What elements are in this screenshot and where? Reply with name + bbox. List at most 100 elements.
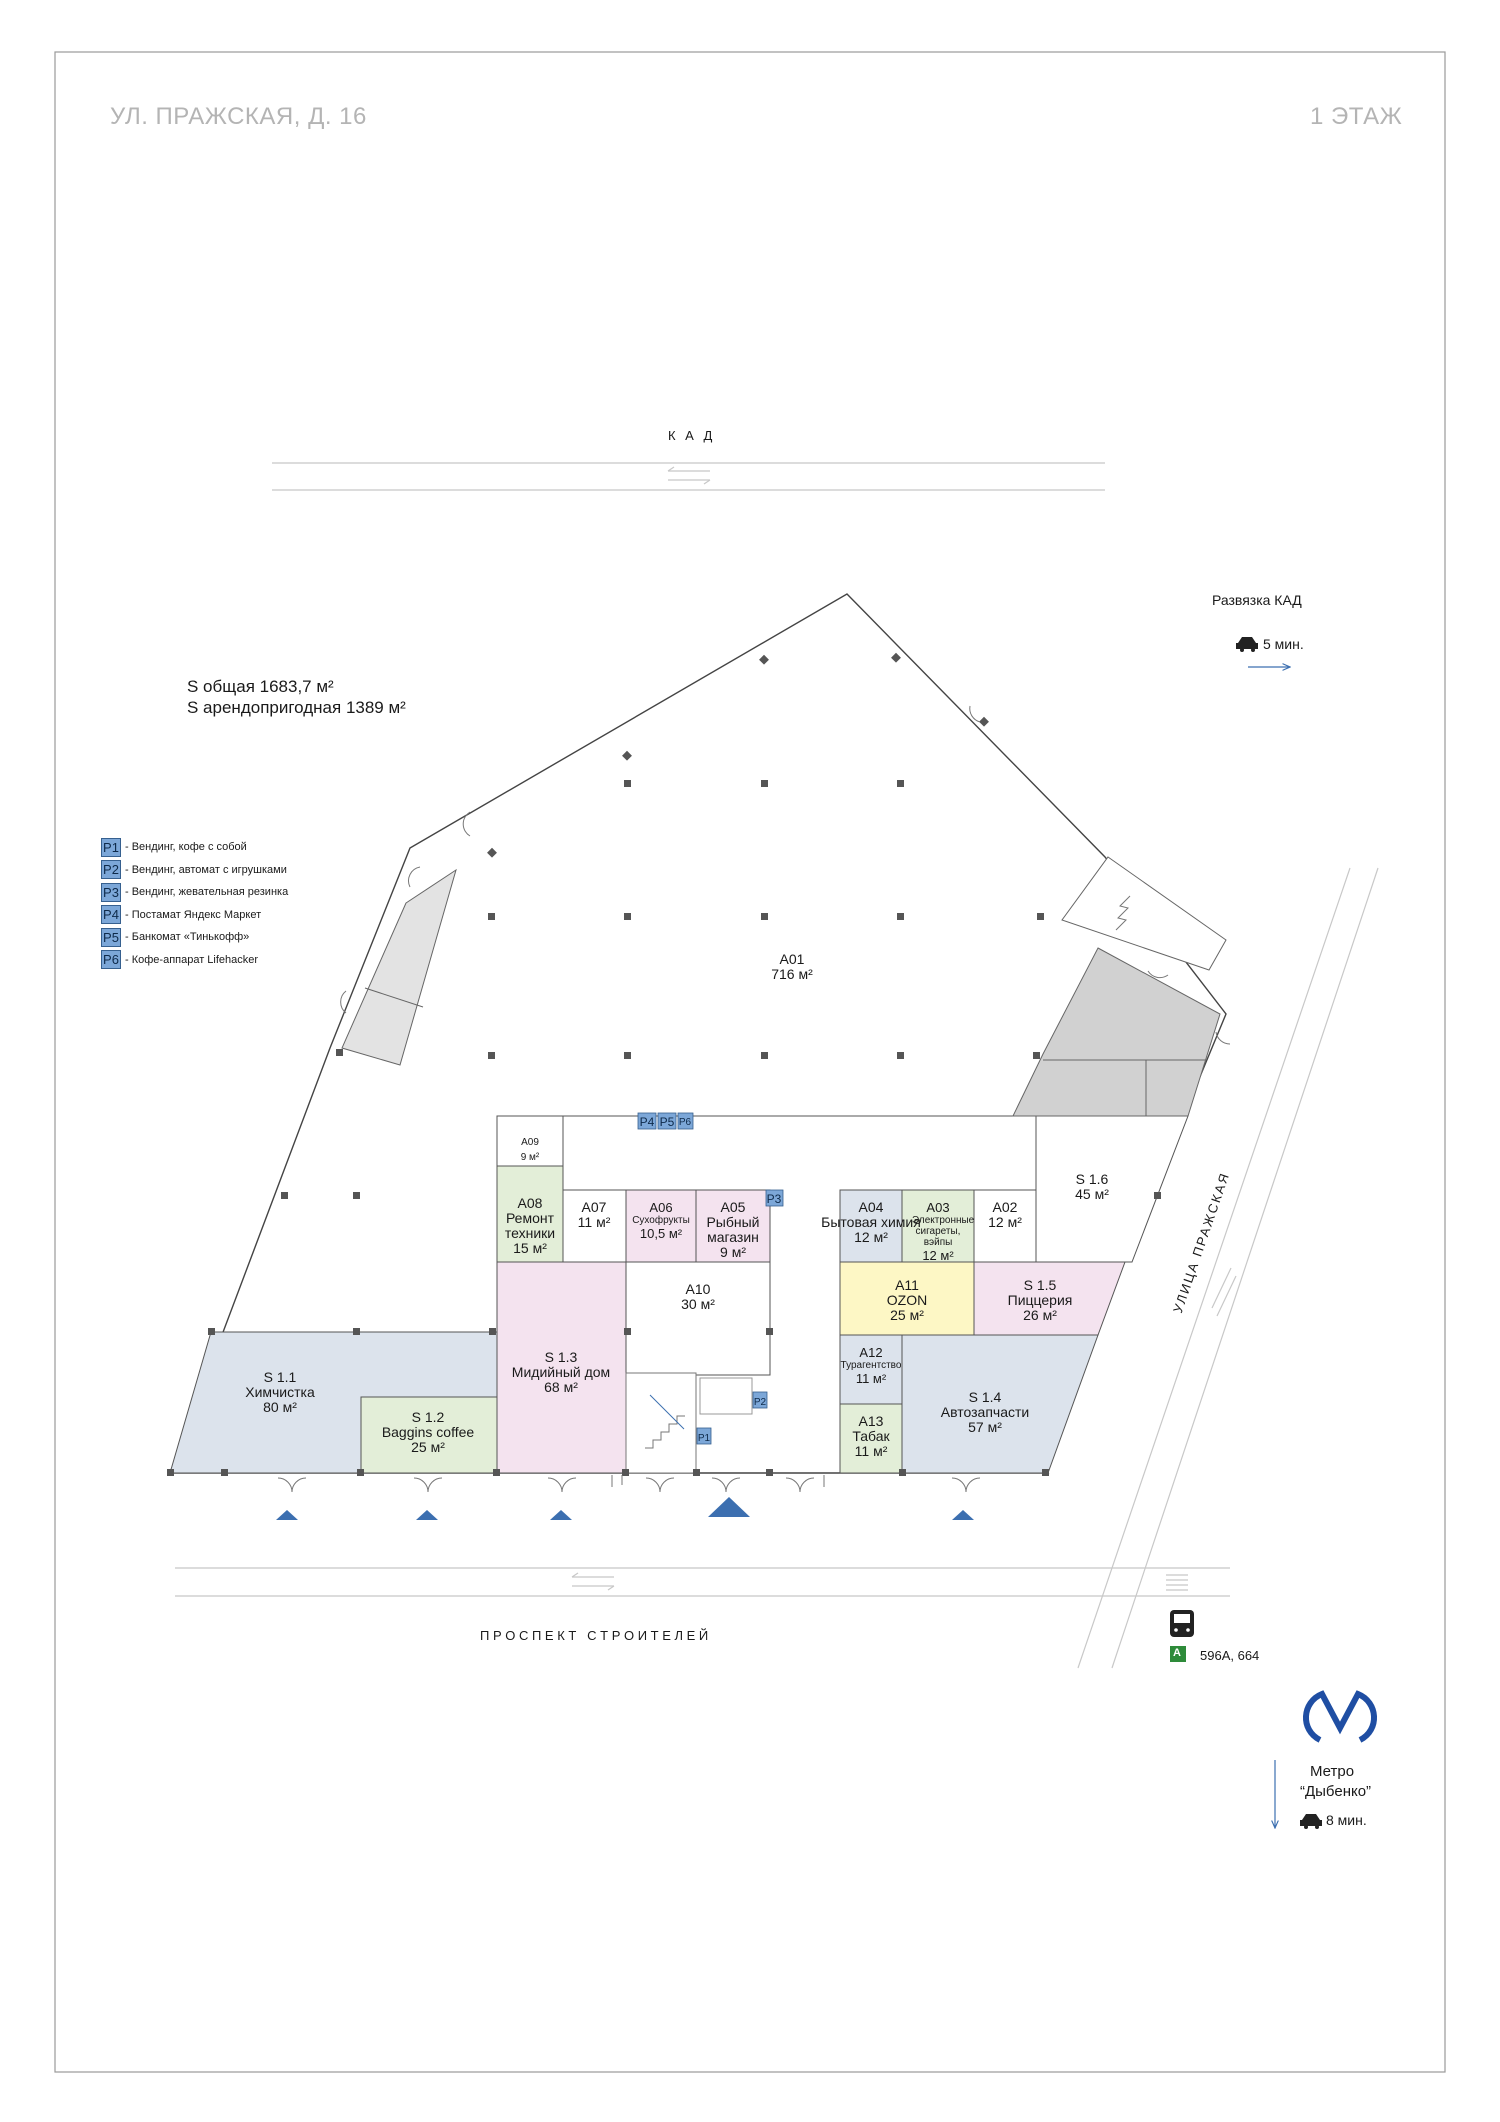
unit-name: А09	[521, 1137, 539, 1148]
entrance-main	[708, 1497, 750, 1517]
total-area: S общая 1683,7 м²	[187, 677, 334, 696]
unit-area: 25 м²	[411, 1439, 445, 1455]
legend-item: P6- Кофе-аппарат Lifehacker	[101, 949, 288, 972]
metro-logo-icon	[1303, 1690, 1377, 1743]
legend-text: - Вендинг, жевательная резинка	[125, 886, 289, 899]
unit-type: Табак	[852, 1428, 890, 1444]
car-icon	[1236, 637, 1258, 652]
unit-type: Электронные сигареты, вэйпы	[912, 1215, 975, 1248]
unit-type: Турагентство	[840, 1360, 902, 1371]
unit-name: А11	[895, 1277, 919, 1293]
prospect-label: П Р О С П Е К Т С Т Р О И Т Е Л Е Й	[480, 1628, 709, 1643]
entrance-marker	[550, 1510, 572, 1520]
unit-name: А03	[926, 1200, 950, 1215]
unit-name: А01	[779, 951, 805, 967]
entrance-markers	[276, 1497, 974, 1520]
entrance-marker	[952, 1510, 974, 1520]
legend-item: P5- Банкомат «Тинькофф»	[101, 926, 288, 949]
badge-p3	[765, 1189, 784, 1207]
unit-a05[interactable]	[695, 1189, 771, 1263]
unit-type: Мидийный дом	[511, 1364, 611, 1380]
prospect-road	[175, 1567, 1230, 1597]
unit-name: А02	[992, 1199, 1018, 1215]
kad-road	[272, 462, 1105, 491]
entrance-marker	[416, 1510, 438, 1520]
unit-name: S 1.2	[411, 1409, 445, 1425]
unit-a04[interactable]	[839, 1189, 903, 1263]
unit-name: S 1.5	[1023, 1277, 1057, 1293]
unit-area: 11 м²	[577, 1214, 611, 1230]
unit-area: 10,5 м²	[639, 1226, 683, 1241]
kad-time: 5 мин.	[1263, 636, 1304, 652]
service-areas	[341, 856, 1227, 1117]
unit-name: S 1.6	[1075, 1171, 1109, 1187]
address-header: УЛ. ПРАЖСКАЯ, Д. 16	[110, 103, 367, 130]
unit-s13[interactable]	[496, 1261, 627, 1474]
svg-text:P5: P5	[660, 1115, 675, 1129]
prazhskaya-street	[1077, 867, 1379, 1669]
badge-p1	[696, 1427, 712, 1445]
legend-item: P4- Постамат Яндекс Маркет	[101, 904, 288, 927]
unit-type: Автозапчасти	[940, 1404, 1030, 1420]
doors	[277, 705, 1231, 1493]
unit-name: S 1.3	[544, 1349, 578, 1365]
bus-icon	[1170, 1610, 1194, 1637]
legend-text: - Кофе-аппарат Lifehacker	[125, 953, 259, 966]
svg-text:P2: P2	[754, 1397, 767, 1408]
unit-area: 57 м²	[968, 1419, 1002, 1435]
unit-a11[interactable]	[839, 1261, 975, 1336]
unit-name: S 1.1	[263, 1369, 297, 1385]
unit-a03[interactable]	[901, 1189, 975, 1263]
unit-type: Химчистка	[245, 1384, 315, 1400]
unit-a02[interactable]	[973, 1189, 1037, 1263]
unit-area: 12 м²	[854, 1229, 888, 1245]
staircase	[625, 895, 1131, 1474]
unit-area: 12 м²	[988, 1214, 1022, 1230]
unit-area: 26 м²	[1023, 1307, 1057, 1323]
unit-type: Baggins coffee	[381, 1424, 475, 1440]
unit-area: 30 м²	[681, 1296, 715, 1312]
metro-time: 8 мин.	[1326, 1812, 1367, 1828]
legend-code: P2	[101, 860, 121, 880]
unit-area: 11 м²	[855, 1371, 887, 1386]
svg-text:P4: P4	[640, 1115, 655, 1129]
kad-interchange-label: Развязка КАД	[1212, 592, 1302, 608]
unit-type: Бытовая химия	[821, 1214, 921, 1230]
badge-p2	[752, 1391, 768, 1409]
kad-label: К А Д	[668, 428, 716, 443]
unit-name: А06	[649, 1200, 673, 1215]
unit-name: А10	[685, 1281, 711, 1297]
bus-routes: 596А, 664	[1200, 1648, 1260, 1663]
svg-text:P1: P1	[698, 1433, 711, 1444]
unit-a09[interactable]	[496, 1115, 564, 1167]
unit-type: OZON	[886, 1292, 928, 1308]
badge-p5	[657, 1112, 677, 1130]
bus-letter: А	[1173, 1647, 1181, 1659]
unit-area: 11 м²	[854, 1443, 888, 1459]
unit-name: А08	[517, 1195, 543, 1211]
unit-name: А05	[720, 1199, 746, 1215]
p-badges	[637, 1112, 784, 1445]
legend-code: P4	[101, 905, 121, 925]
metro-label: Метро	[1310, 1763, 1355, 1780]
unit-s12[interactable]	[360, 1396, 498, 1474]
unit-area: 68 м²	[544, 1379, 578, 1395]
legend-text: - Вендинг, автомат с игрушками	[125, 863, 287, 876]
svg-text:P6: P6	[679, 1117, 692, 1128]
legend: P1- Вендинг, кофе с собой P2- Вендинг, а…	[101, 836, 288, 971]
unit-type: Ремонт техники	[504, 1210, 556, 1241]
unit-area: 9 м²	[520, 1152, 540, 1163]
legend-code: P1	[101, 837, 121, 857]
tenant-units	[169, 1115, 1189, 1474]
